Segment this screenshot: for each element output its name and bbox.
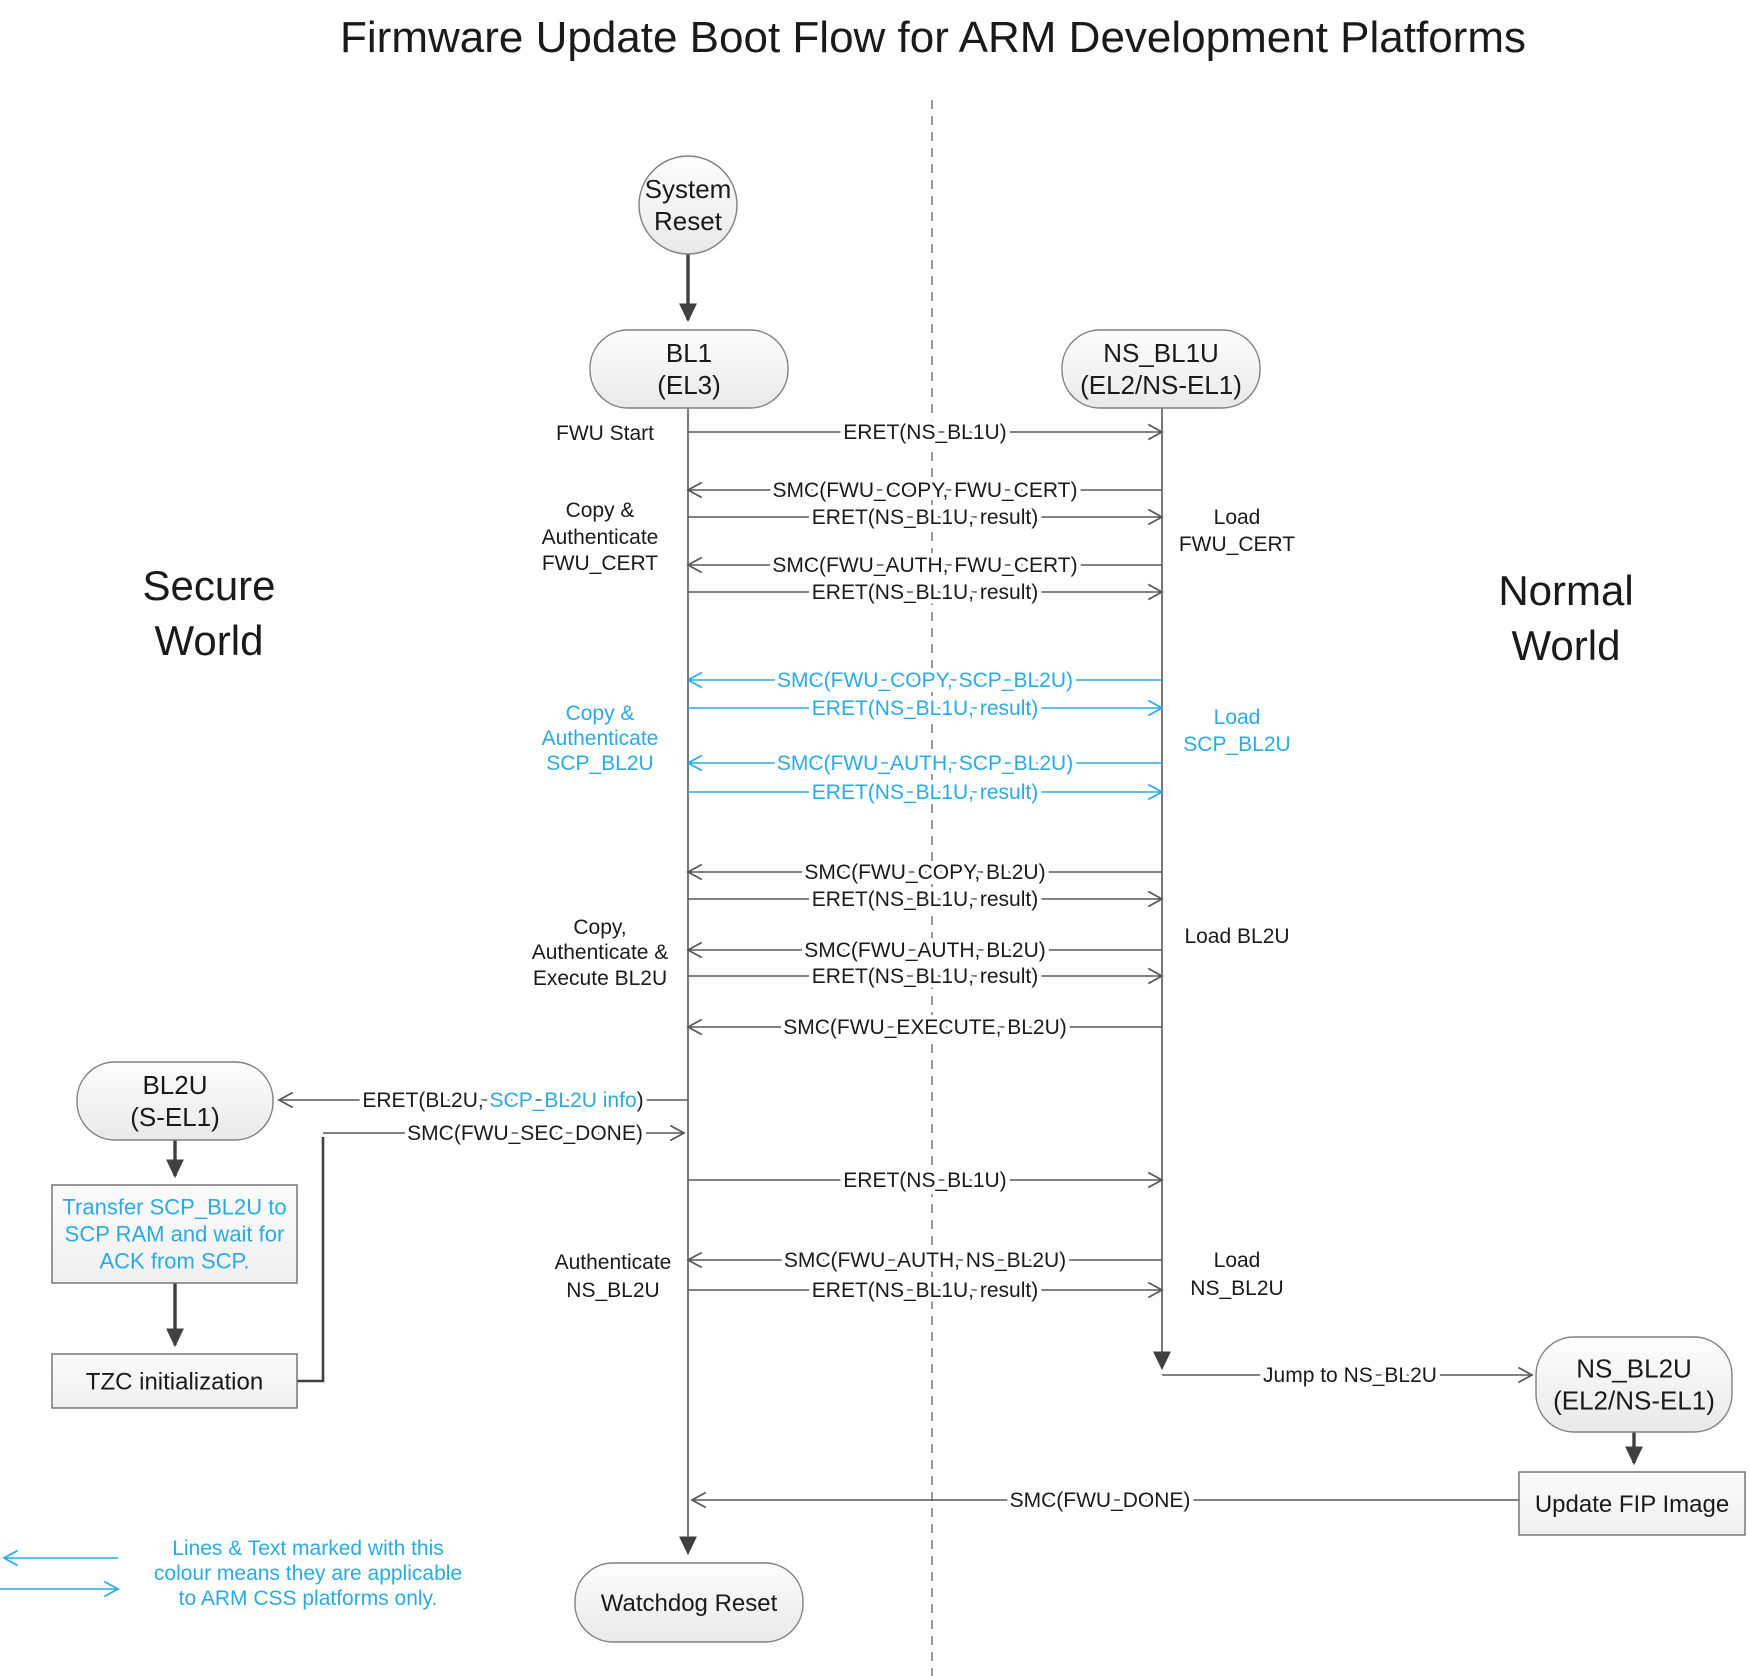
- message-label-10: ERET(NS_BL1U, result): [812, 888, 1038, 911]
- legend-text-line1: Lines & Text marked with this: [172, 1537, 444, 1560]
- message-label-7: SMC(FWU_AUTH, SCP_BL2U): [777, 752, 1073, 775]
- copy-auth-exec-bl2u-line-2: Execute BL2U: [533, 967, 667, 990]
- update-fip-node: Update FIP Image: [1518, 1471, 1746, 1536]
- message-label-16: ERET(NS_BL1U, result): [812, 1279, 1038, 1302]
- update-fip-shape: [1518, 1471, 1746, 1536]
- ns-bl1u-label-line-1: (EL2/NS-EL1): [1080, 370, 1242, 400]
- load-fwu-cert-label-line-1: FWU_CERT: [1179, 533, 1295, 556]
- system-reset-shape: [638, 155, 738, 255]
- transfer-scp-shape: [51, 1184, 298, 1284]
- message-label-1: SMC(FWU_COPY, FWU_CERT): [773, 479, 1078, 502]
- legend-text-line3: to ARM CSS platforms only.: [179, 1587, 438, 1610]
- legend-text-line2: colour means they are applicable: [154, 1562, 462, 1585]
- message-label-4: ERET(NS_BL1U, result): [812, 581, 1038, 604]
- message-label-12: ERET(NS_BL1U, result): [812, 965, 1038, 988]
- bl1-label-line-0: BL1: [666, 338, 712, 368]
- authenticate-ns-bl2u-line-0: Authenticate: [555, 1251, 672, 1274]
- ns-bl2u-shape: [1535, 1336, 1733, 1433]
- watchdog-reset-label-line-0: Watchdog Reset: [601, 1590, 778, 1617]
- ns-bl1u-shape: [1061, 329, 1261, 409]
- bl2u-node: BL2U(S-EL1): [76, 1061, 274, 1141]
- eret-bl2u-arrow-label: ERET(BL2U, SCP_BL2U info): [362, 1089, 643, 1112]
- watchdog-reset-shape: [574, 1562, 804, 1643]
- ns-bl1u-label-line-0: NS_BL1U: [1103, 338, 1219, 368]
- transfer-scp-label-line-2: ACK from SCP.: [100, 1249, 250, 1274]
- diagram-content: ERET(NS_BL1U) SMC(FWU_COPY, FWU_CERT) ERET…: [0, 155, 1746, 1643]
- jump-to-ns-bl2u-arrow-label: Jump to NS_BL2U: [1263, 1364, 1437, 1387]
- ns-bl2u-label-line-1: (EL2/NS-EL1): [1553, 1386, 1715, 1416]
- ns-bl1u-node: NS_BL1U(EL2/NS-EL1): [1061, 329, 1261, 409]
- load-scp-bl2u-label-line-0: Load: [1214, 706, 1261, 729]
- system-reset-label-line-0: System: [645, 174, 732, 204]
- load-scp-bl2u-label-line-1: SCP_BL2U: [1183, 733, 1290, 756]
- message-label-11: SMC(FWU_AUTH, BL2U): [804, 939, 1046, 962]
- watchdog-reset-node: Watchdog Reset: [574, 1562, 804, 1643]
- message-label-3: SMC(FWU_AUTH, FWU_CERT): [772, 554, 1077, 577]
- copy-auth-fwu-cert-line-2: FWU_CERT: [542, 552, 658, 575]
- message-label-14: ERET(NS_BL1U): [843, 1169, 1006, 1192]
- tzc-init-label-line-0: TZC initialization: [86, 1368, 263, 1395]
- load-bl2u-label-line-0: Load BL2U: [1184, 925, 1289, 948]
- copy-auth-scp-bl2u-line-2: SCP_BL2U: [546, 752, 653, 775]
- bl1-label-line-1: (EL3): [657, 370, 721, 400]
- smc-fwu-done-arrow-label: SMC(FWU_DONE): [1010, 1489, 1191, 1512]
- load-ns-bl2u-label-line-1: NS_BL2U: [1190, 1277, 1283, 1300]
- transfer-scp-label-line-0: Transfer SCP_BL2U to: [62, 1195, 286, 1220]
- copy-auth-fwu-cert-line-1: Authenticate: [542, 526, 659, 549]
- bl2u-label-line-0: BL2U: [142, 1070, 207, 1100]
- secure-world-label-line2: World: [155, 617, 264, 664]
- copy-auth-fwu-cert-line-0: Copy &: [566, 499, 635, 522]
- transfer-scp-label-line-1: SCP RAM and wait for: [65, 1222, 285, 1247]
- page-title: Firmware Update Boot Flow for ARM Develo…: [340, 13, 1526, 62]
- ns-bl2u-label-line-0: NS_BL2U: [1576, 1354, 1692, 1384]
- copy-auth-exec-bl2u-line-0: Copy,: [573, 916, 626, 939]
- bl2u-shape: [76, 1061, 274, 1141]
- normal-world-label-line1: Normal: [1498, 567, 1633, 614]
- message-label-13: SMC(FWU_EXECUTE, BL2U): [783, 1016, 1067, 1039]
- message-label-8: ERET(NS_BL1U, result): [812, 781, 1038, 804]
- bl1-node: BL1(EL3): [589, 329, 789, 409]
- message-label-2: ERET(NS_BL1U, result): [812, 506, 1038, 529]
- message-label-0: ERET(NS_BL1U): [843, 421, 1006, 444]
- smc-fwu-sec-done-arrow-label: SMC(FWU_SEC_DONE): [407, 1122, 643, 1145]
- tzc-to-smc-connector: [297, 1137, 325, 1383]
- load-fwu-cert-label-line-0: Load: [1214, 506, 1261, 529]
- ns-bl2u-node: NS_BL2U(EL2/NS-EL1): [1535, 1336, 1733, 1433]
- copy-auth-scp-bl2u-line-1: Authenticate: [542, 727, 659, 750]
- system-reset-label-line-1: Reset: [654, 206, 723, 236]
- normal-world-label-line2: World: [1512, 622, 1621, 669]
- authenticate-ns-bl2u-line-1: NS_BL2U: [566, 1279, 659, 1302]
- secure-world-label-line1: Secure: [142, 562, 275, 609]
- bl1-shape: [589, 329, 789, 409]
- bl2u-label-line-1: (S-EL1): [130, 1102, 220, 1132]
- update-fip-label-line-0: Update FIP Image: [1535, 1491, 1729, 1518]
- message-label-5: SMC(FWU_COPY, SCP_BL2U): [777, 669, 1073, 692]
- copy-auth-exec-bl2u-line-1: Authenticate &: [532, 941, 669, 964]
- tzc-init-shape: [51, 1353, 298, 1409]
- load-ns-bl2u-label-line-0: Load: [1214, 1249, 1261, 1272]
- message-label-9: SMC(FWU_COPY, BL2U): [804, 861, 1045, 884]
- tzc-init-node: TZC initialization: [51, 1353, 298, 1409]
- fwu-start-label-line-0: FWU Start: [556, 422, 654, 445]
- message-label-6: ERET(NS_BL1U, result): [812, 697, 1038, 720]
- copy-auth-scp-bl2u-line-0: Copy &: [566, 702, 635, 725]
- message-label-15: SMC(FWU_AUTH, NS_BL2U): [784, 1249, 1066, 1272]
